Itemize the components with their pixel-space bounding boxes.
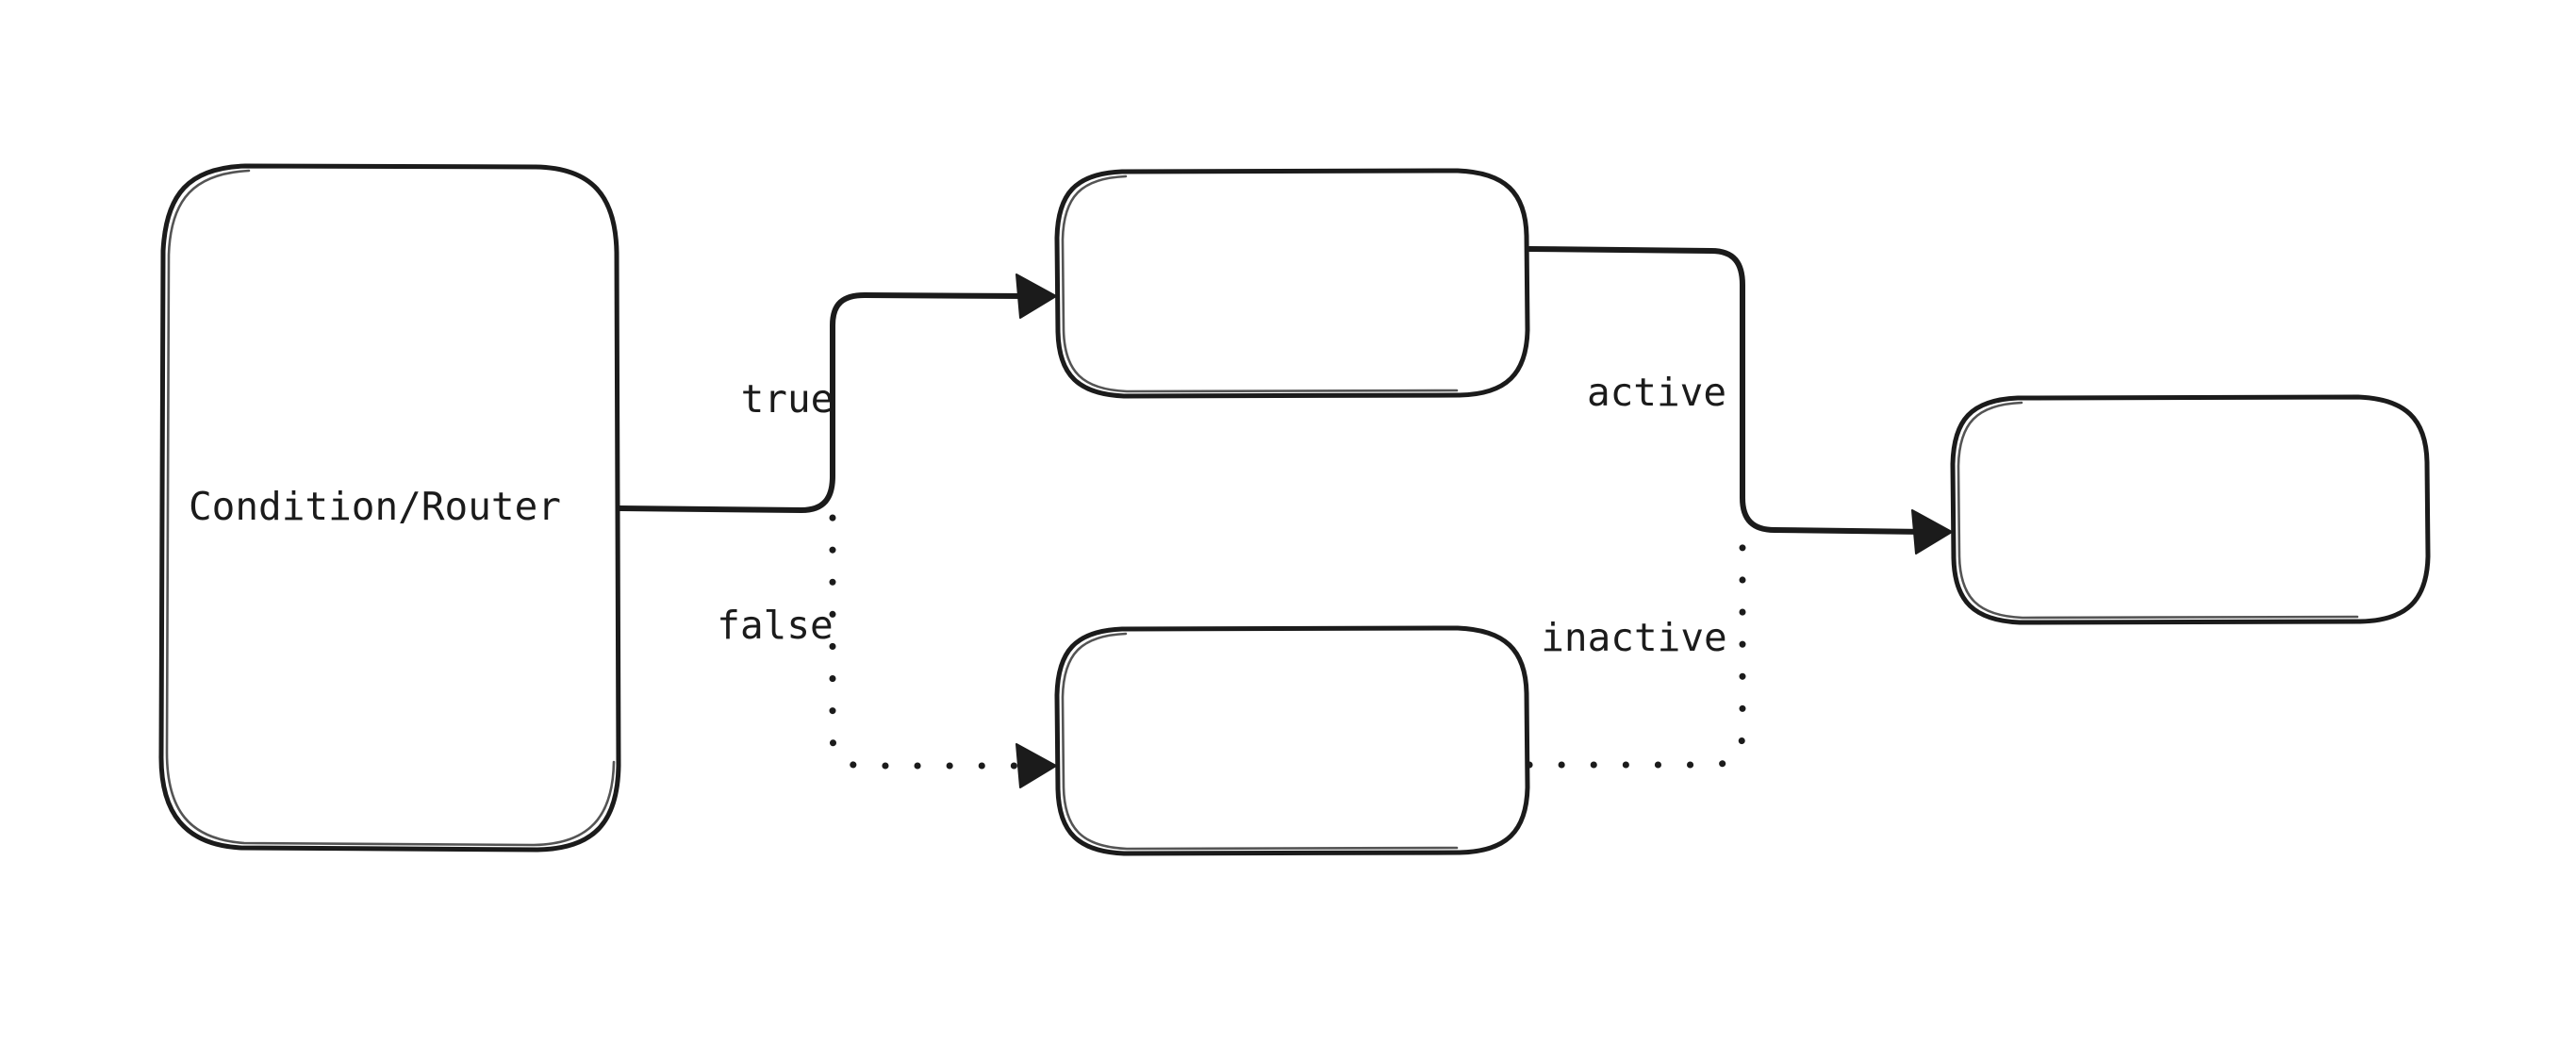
- node-false-branch-sketch-overlay: [1061, 632, 1459, 851]
- edge-inactive: inactive: [1526, 539, 1746, 769]
- node-true-branch[interactable]: [1054, 168, 1530, 399]
- node-merge-target-shape: [1950, 394, 2431, 625]
- node-true-branch-shape: [1054, 168, 1530, 399]
- edge-false-line: [829, 514, 1032, 770]
- node-condition-router-label: Condition/Router: [189, 484, 561, 529]
- node-false-branch[interactable]: [1054, 625, 1530, 856]
- edge-false-label: false: [717, 603, 833, 648]
- edge-active: active: [1527, 246, 1953, 555]
- edge-active-arrowhead-icon: [1911, 509, 1953, 555]
- node-merge-target[interactable]: [1950, 394, 2431, 625]
- node-condition-router-sketch-overlay: [165, 169, 616, 847]
- node-false-branch-shape: [1054, 625, 1530, 856]
- edge-false-arrowhead-icon: [1016, 743, 1057, 788]
- node-true-branch-sketch-overlay: [1061, 174, 1459, 393]
- node-condition-router-shape: [158, 163, 621, 853]
- edge-inactive-label: inactive: [1541, 615, 1726, 660]
- edge-active-label: active: [1587, 370, 1726, 415]
- edge-active-line: [1527, 246, 1926, 535]
- node-merge-target-sketch-overlay: [1957, 401, 2359, 620]
- edge-false: false: [717, 514, 1057, 788]
- edge-true-arrowhead-icon: [1016, 273, 1057, 319]
- edge-true: true: [617, 273, 1057, 513]
- edge-true-label: true: [741, 376, 834, 422]
- edge-true-line: [617, 292, 1031, 513]
- node-condition-router[interactable]: Condition/Router: [158, 163, 621, 853]
